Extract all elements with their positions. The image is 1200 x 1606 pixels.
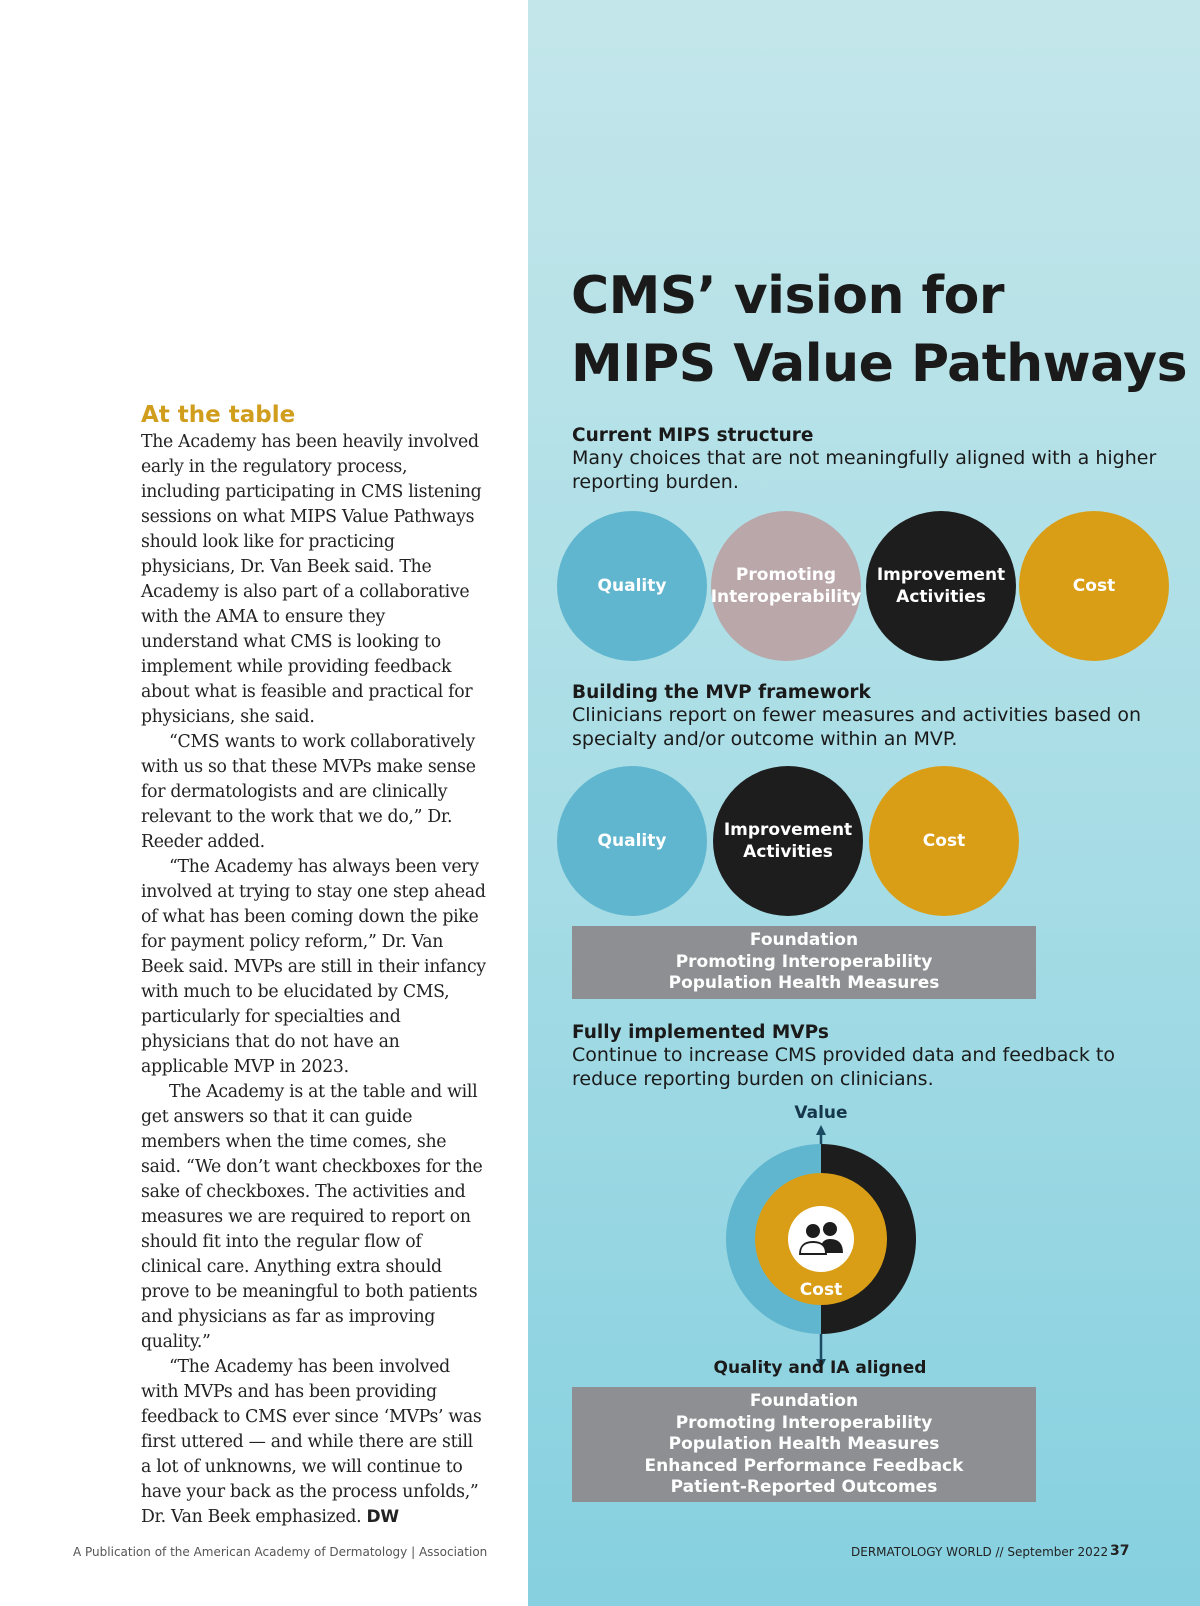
- current-text: Many choices that are not meaningfully a…: [572, 447, 1157, 493]
- mvp-donut: [726, 1125, 916, 1369]
- foundation-item: Enhanced Performance Feedback: [644, 1455, 964, 1476]
- quality-ia-label: Quality and IA aligned: [713, 1358, 927, 1378]
- building-text: Clinicians report on fewer measures and …: [572, 704, 1142, 750]
- current-heading: Current MIPS structure: [572, 425, 814, 446]
- quality-circle: Quality: [557, 511, 707, 661]
- title-line: CMS’ vision for: [571, 266, 1005, 326]
- end-mark: DW: [366, 1507, 400, 1527]
- paragraph-text: “The Academy has been involved with MVPs…: [141, 1357, 482, 1527]
- page-number: 37: [1110, 1543, 1130, 1559]
- arrow-up-icon: [816, 1125, 826, 1135]
- foundation-item: Population Health Measures: [668, 1434, 940, 1454]
- foundation-item: Patient-Reported Outcomes: [670, 1477, 938, 1497]
- building-section: Building the MVP framework Clinicians re…: [572, 682, 1172, 751]
- title-line: MIPS Value Pathways: [571, 334, 1188, 394]
- improvement-circle: Improvement Activities: [713, 766, 863, 916]
- paragraph: “CMS wants to work collaboratively with …: [141, 732, 476, 852]
- paragraph: “The Academy has always been very involv…: [141, 857, 486, 1077]
- current-section: Current MIPS structure Many choices that…: [572, 425, 1172, 494]
- cost-circle: Cost: [1019, 511, 1169, 661]
- foundation-item: Promoting Interoperability: [675, 1412, 933, 1433]
- clinicians-icon: [799, 1222, 843, 1255]
- interoperability-circle: Promoting Interoperability: [711, 511, 861, 661]
- foundation-box: Foundation Promoting Interoperability Po…: [572, 926, 1036, 999]
- cost-circle: Cost: [869, 766, 1019, 916]
- quality-circle: Quality: [557, 766, 707, 916]
- foundation-item: Population Health Measures: [668, 973, 940, 993]
- foundation-item: Foundation: [749, 930, 859, 950]
- paragraph: The Academy has been heavily involved ea…: [141, 432, 482, 727]
- foundation-box: Foundation Promoting Interoperability Po…: [572, 1387, 1036, 1502]
- article-column: At the table The Academy has been heavil…: [141, 402, 486, 1530]
- foundation-item: Promoting Interoperability: [675, 951, 933, 972]
- full-heading: Fully implemented MVPs: [572, 1022, 829, 1043]
- cost-label: Cost: [799, 1280, 843, 1300]
- value-label: Value: [794, 1103, 848, 1123]
- footer-magazine: DERMATOLOGY WORLD // September 2022: [851, 1545, 1109, 1559]
- full-text: Continue to increase CMS provided data a…: [572, 1044, 1115, 1090]
- section-heading: At the table: [141, 402, 296, 428]
- improvement-circle: Improvement Activities: [866, 511, 1016, 661]
- clinicians-badge: [788, 1206, 854, 1272]
- paragraph: The Academy is at the table and will get…: [141, 1082, 483, 1352]
- foundation-item: Foundation: [749, 1391, 859, 1411]
- arrow-down-icon: [816, 1359, 826, 1369]
- footer-publication: A Publication of the American Academy of…: [73, 1545, 488, 1559]
- building-heading: Building the MVP framework: [572, 682, 871, 703]
- full-section: Fully implemented MVPs Continue to incre…: [572, 1022, 1172, 1091]
- paragraph: “The Academy has been involved with MVPs…: [141, 1355, 486, 1530]
